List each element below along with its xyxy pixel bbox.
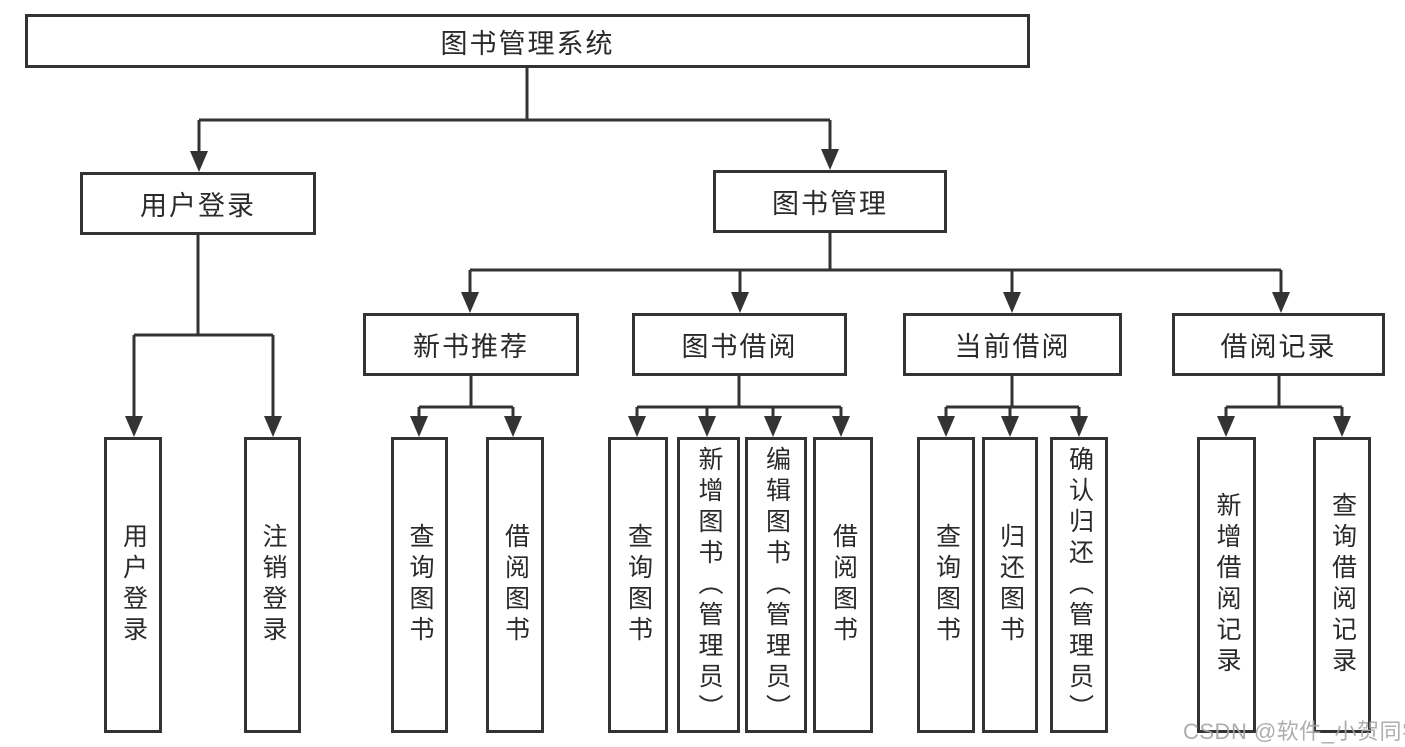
connector-book-borrow bbox=[628, 376, 850, 437]
leaf-cb-confirm-return-admin: 确认归还（管理员） bbox=[1050, 437, 1108, 733]
node-current-borrow: 当前借阅 bbox=[903, 313, 1122, 376]
leaf-bb-borrow-books: 借阅图书 bbox=[813, 437, 873, 733]
leaf-br-add-record: 新增借阅记录 bbox=[1197, 437, 1256, 733]
leaf-bb-edit-books-admin: 编辑图书（管理员） bbox=[745, 437, 807, 733]
watermark: CSDN @软件_小贺同学 bbox=[1183, 719, 1405, 744]
leaf-nbr-borrow-books: 借阅图书 bbox=[486, 437, 544, 733]
connector-new-book-rec bbox=[410, 376, 522, 437]
leaf-cb-query-books: 查询图书 bbox=[917, 437, 975, 733]
node-book-borrow: 图书借阅 bbox=[632, 313, 847, 376]
leaf-bb-query-books: 查询图书 bbox=[608, 437, 668, 733]
connector-root bbox=[190, 68, 839, 172]
connector-current-borrow bbox=[937, 376, 1088, 437]
node-borrow-records: 借阅记录 bbox=[1172, 313, 1385, 376]
node-user-login: 用户登录 bbox=[80, 172, 316, 235]
connector-user-login bbox=[125, 235, 282, 437]
node-root: 图书管理系统 bbox=[25, 14, 1030, 68]
leaf-cb-return-books: 归还图书 bbox=[982, 437, 1038, 733]
connector-borrow-records bbox=[1217, 376, 1351, 437]
node-book-mgmt: 图书管理 bbox=[713, 170, 947, 233]
leaf-br-query-record: 查询借阅记录 bbox=[1313, 437, 1371, 733]
leaf-user-login: 用户登录 bbox=[104, 437, 162, 733]
leaf-nbr-query-books: 查询图书 bbox=[391, 437, 448, 733]
leaf-bb-add-books-admin: 新增图书（管理员） bbox=[677, 437, 740, 733]
connector-book-mgmt bbox=[461, 233, 1290, 313]
leaf-logout: 注销登录 bbox=[244, 437, 301, 733]
node-new-book-rec: 新书推荐 bbox=[363, 313, 579, 376]
